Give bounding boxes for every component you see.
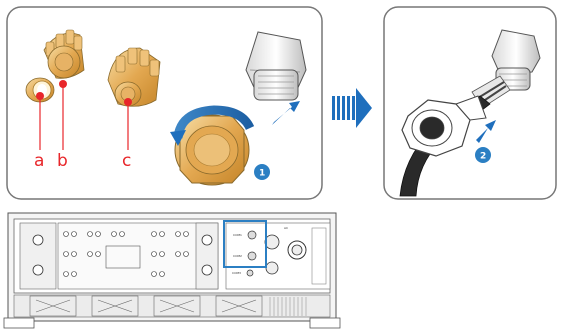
ac-label: AC <box>284 226 288 230</box>
callout-dot-b <box>59 80 67 88</box>
callout-dot-a <box>36 92 44 100</box>
inverter-bottom-view: COM1 COM2 COM3 AC <box>4 213 340 328</box>
callout-dot-c <box>124 98 132 106</box>
com2-label: COM2 <box>233 254 242 258</box>
threaded-port-left <box>246 32 306 100</box>
step-1-number: 1 <box>259 169 265 179</box>
label-c: c <box>122 151 131 171</box>
com3-label: COM3 <box>232 271 241 275</box>
step-2-number: 2 <box>480 152 486 162</box>
com1-label: COM1 <box>233 233 242 237</box>
label-b: b <box>57 151 68 171</box>
next-step-arrow-icon <box>332 88 372 128</box>
label-a: a <box>34 151 44 171</box>
